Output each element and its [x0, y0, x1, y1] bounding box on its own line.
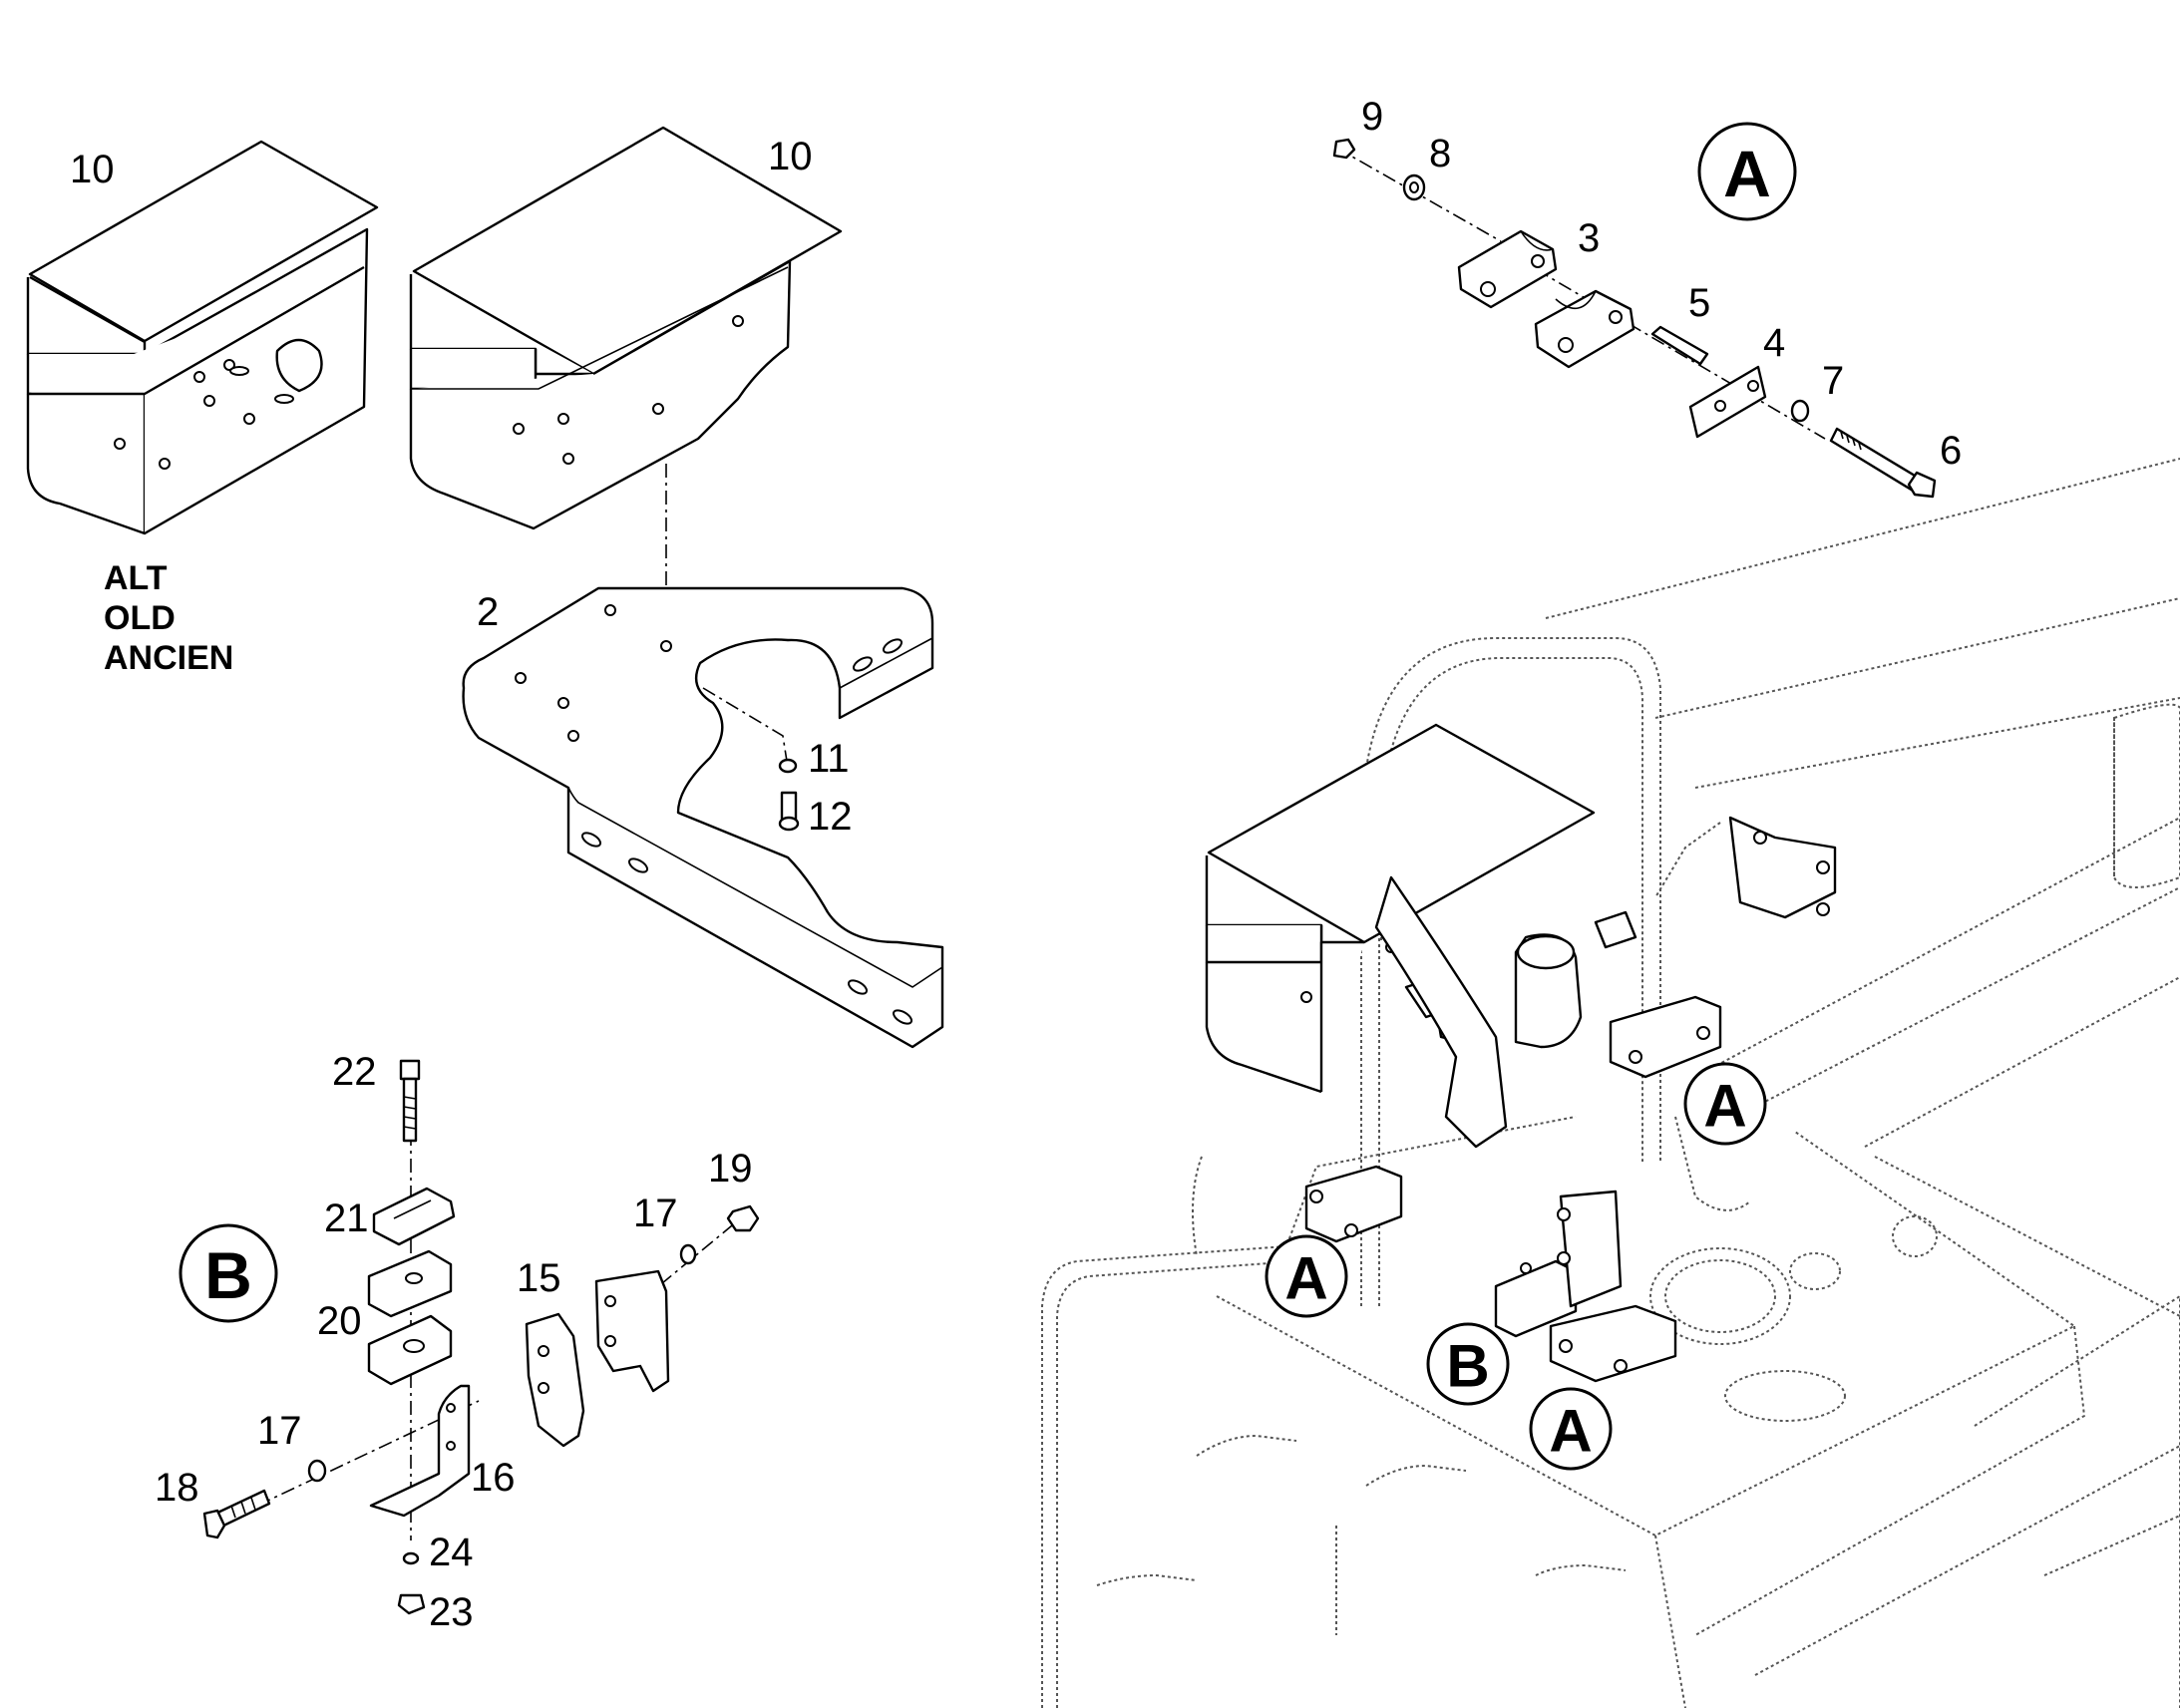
callout-11: 11 [808, 737, 850, 781]
view-marker-b-detail: B [179, 1223, 278, 1323]
callout-10-old-cover: 10 [70, 148, 115, 191]
clamp-half-upper-part-3 [1457, 229, 1558, 309]
callout-7: 7 [1822, 359, 1844, 403]
svg-text:B: B [1446, 1333, 1489, 1400]
nut-part-23 [397, 1593, 426, 1615]
callout-20: 20 [317, 1299, 362, 1343]
washer-part-17-left [307, 1459, 327, 1483]
alignment-line-bracket-fastener [702, 687, 789, 769]
callout-6: 6 [1940, 429, 1962, 473]
callout-19: 19 [708, 1147, 753, 1191]
clamp-block-upper-part-20 [367, 1249, 453, 1318]
view-marker-a-machine-1: A [1683, 1062, 1767, 1146]
bracket-part-16 [369, 1384, 471, 1518]
view-marker-b-machine: B [1426, 1322, 1510, 1406]
washer-part-11 [778, 758, 798, 774]
callout-15: 15 [517, 1256, 561, 1300]
washer-part-7 [1790, 399, 1810, 423]
callout-17-right: 17 [633, 1192, 678, 1235]
alt-note-line-2: OLD [104, 599, 176, 637]
view-marker-a-machine-3: A [1529, 1387, 1613, 1471]
screw-part-12 [778, 791, 800, 832]
bolt-part-6 [1829, 427, 1937, 499]
svg-text:B: B [204, 1238, 252, 1312]
shell-part-15-rear [594, 1269, 670, 1393]
callout-2: 2 [477, 590, 499, 634]
callout-12: 12 [808, 795, 853, 839]
callout-9: 9 [1361, 95, 1383, 139]
svg-text:A: A [1284, 1245, 1327, 1312]
bracket-part-2 [462, 586, 944, 1049]
alt-note-line-3: ANCIEN [104, 639, 234, 677]
callout-23: 23 [429, 1590, 474, 1634]
view-marker-a-machine-2: A [1265, 1234, 1348, 1318]
callout-10-new-cover: 10 [768, 135, 813, 178]
svg-text:A: A [1703, 1073, 1746, 1140]
callout-24: 24 [429, 1531, 474, 1574]
svg-text:A: A [1723, 137, 1771, 210]
callout-17-left: 17 [257, 1409, 302, 1453]
block-part-21 [372, 1187, 456, 1246]
pin-part-5 [1650, 325, 1709, 366]
alt-note-line-1: ALT [104, 559, 168, 597]
callout-8: 8 [1429, 132, 1451, 175]
callout-18: 18 [155, 1466, 199, 1510]
bolt-part-22 [399, 1059, 421, 1143]
plate-part-4 [1688, 365, 1767, 439]
callout-3: 3 [1578, 216, 1600, 260]
clamp-block-lower-part-20 [367, 1314, 453, 1386]
nut-part-9 [1332, 138, 1356, 160]
svg-text:A: A [1549, 1398, 1592, 1465]
machine-assembly [1041, 458, 2180, 1708]
old-cover-part-10 [26, 140, 379, 535]
washer-part-8 [1402, 173, 1426, 201]
bolt-part-18 [202, 1489, 271, 1539]
shell-part-15-front [525, 1312, 585, 1448]
clamp-half-lower-part-3 [1534, 289, 1635, 369]
callout-16: 16 [471, 1456, 516, 1500]
callout-5: 5 [1688, 281, 1710, 325]
nut-part-19 [726, 1204, 760, 1232]
callout-21: 21 [324, 1196, 369, 1240]
callout-22: 22 [332, 1050, 377, 1094]
callout-4: 4 [1763, 321, 1785, 365]
washer-part-24 [402, 1551, 420, 1565]
new-cover-part-10 [409, 126, 843, 530]
alt-old-note: ALT OLD ANCIEN [104, 558, 233, 678]
view-marker-a-detail: A [1697, 122, 1797, 221]
washer-part-17-right [679, 1243, 697, 1265]
